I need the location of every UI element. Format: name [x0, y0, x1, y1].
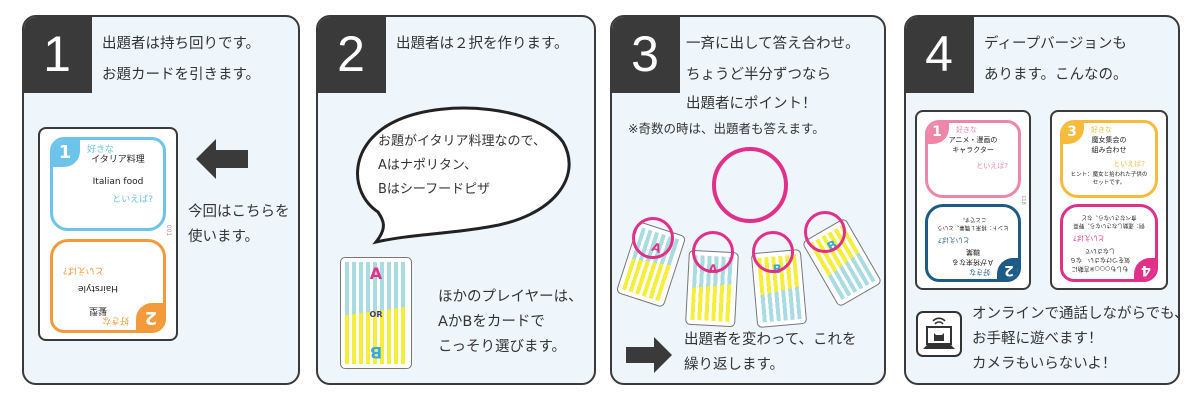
speech-bubble	[356, 106, 571, 245]
topic-card-back: 2 好きな 髪型 Hairstyle といえば?	[50, 239, 166, 333]
topic-english: Hairstyle	[77, 283, 119, 293]
step-1-panel: 1 出題者は持ち回りです。 お題カードを引きます。 1 好きな イタリア料理 I…	[22, 15, 300, 385]
step-title-line: ちょうど半分ずつなら	[686, 67, 831, 83]
deep-card: 3 好きな 魔女集会の 組み合わせ といえば? ヒント：魔女と拾われた子供の セ…	[1050, 110, 1168, 290]
topic-toieba: といえば?	[1113, 160, 1145, 168]
topic-hint: ことです。	[959, 216, 987, 222]
topic-theme: しなさいで	[1085, 247, 1115, 254]
topic-theme: Ａが将来なる	[952, 258, 994, 266]
note-line: ほかのプレイヤーは、	[438, 289, 583, 305]
bubble-line: Aはナポリタン、	[378, 158, 478, 173]
option-b-label: B	[369, 343, 383, 362]
bubble-line: お題がイタリア料理なので、	[378, 134, 546, 149]
topic-hint: 食べなさいなら、など	[1081, 214, 1137, 220]
step-number: 4	[906, 17, 974, 93]
topic-card: 1 好きな イタリア料理 Italian food といえば? 001 2 好き…	[38, 127, 178, 341]
topic-keyword: 好きな	[969, 268, 990, 276]
topic-theme: 職業	[966, 248, 980, 256]
topic-toieba: といえば?	[112, 195, 153, 205]
topic-theme: 魔女集会の	[1091, 136, 1127, 144]
topic-toieba: といえば?	[938, 236, 970, 244]
topic-number: 4	[1134, 258, 1158, 282]
step-number: 3	[612, 17, 680, 93]
topic-hint: ヒント：将来Ｌ職業、という	[937, 224, 1009, 230]
topic-theme: 組み合わせ	[1091, 146, 1127, 154]
note-line: 繰り返します。	[684, 357, 785, 373]
topic-theme: キャラクター	[952, 146, 994, 154]
topic-number: 1	[53, 140, 80, 167]
step-title-line: 出題者は持ち回りです。	[102, 36, 261, 52]
note-line: お手軽に遊べます！	[972, 331, 1103, 347]
note-line: 出題者を変わって、これを	[684, 332, 857, 348]
arrow-left-icon	[196, 139, 248, 179]
highlight-ring	[804, 211, 846, 253]
highlight-ring	[632, 217, 674, 259]
topic-theme: アニメ・漫画の	[948, 136, 998, 144]
or-label: OR	[369, 309, 383, 319]
topic-theme: もしも○○○※言動に	[1071, 265, 1129, 272]
topic-keyword: 好きな	[1091, 126, 1112, 134]
topic-hint: セットです。	[1092, 180, 1126, 186]
step-number: 1	[24, 17, 92, 93]
ab-card: A OR B	[340, 257, 412, 369]
note-line: 今回はこちらを	[188, 204, 290, 220]
step-title-line: ディープバージョンも	[984, 36, 1127, 52]
step-title-line: あります。こんなの。	[984, 67, 1128, 83]
topic-card-front: 1 好きな イタリア料理 Italian food といえば?	[50, 137, 166, 231]
topic-theme: 気をつけなさい なら	[1070, 256, 1131, 263]
step-3-panel: 3 一斉に出して答え合わせ。 ちょうど半分ずつなら 出題者にポイント！ ※奇数の…	[610, 15, 886, 385]
step-number: 2	[318, 17, 386, 93]
topic-hint: 例：運動しなさいなら、野菜	[1073, 222, 1145, 228]
topic-toieba: といえば?	[976, 162, 1008, 170]
step-title-line: 一斉に出して答え合わせ。	[686, 36, 860, 52]
topic-english: Italian food	[92, 177, 144, 187]
topic-hint: ヒント：魔女と拾われた子供の	[1070, 172, 1148, 178]
note-line: オンラインで通話しながらでも、	[972, 306, 1180, 322]
highlight-ring	[692, 231, 734, 273]
topic-number: 1	[928, 123, 949, 144]
note-line: カメラもいらないよ！	[972, 356, 1117, 372]
note-line: 使います。	[188, 229, 260, 245]
remark: ※奇数の時は、出題者も答えます。	[628, 121, 825, 136]
topic-toieba: といえば?	[63, 265, 104, 275]
highlight-ring	[752, 231, 794, 273]
card-id: 001	[164, 224, 172, 237]
arrow-right-icon	[626, 337, 672, 373]
laptop-cat-icon	[916, 311, 962, 357]
topic-keyword: 好きな	[87, 145, 115, 155]
note-line: こっそり選びます。	[438, 339, 567, 355]
topic-number: 3	[1063, 123, 1084, 144]
step-4-panel: 4 ディープバージョンも あります。こんなの。 1 好きな アニメ・漫画の キャ…	[904, 15, 1180, 385]
step-title-line: お題カードを引きます。	[102, 67, 261, 83]
option-a-label: A	[369, 264, 383, 283]
topic-toieba: といえば?	[1073, 234, 1105, 242]
topic-keyword: 好きな	[101, 315, 129, 325]
topic-keyword: 好きな	[956, 126, 977, 134]
card-id: 118	[1020, 195, 1027, 205]
note-line: AかBをカードで	[438, 314, 545, 330]
step-title-line: 出題者は２択を作ります。	[396, 36, 569, 52]
step-title-line: 出題者にポイント！	[686, 96, 817, 112]
deep-card: 1 好きな アニメ・漫画の キャラクター といえば? 118 2 好きな Ａが将…	[915, 110, 1031, 290]
topic-theme: 髪型	[89, 305, 108, 315]
center-ring	[712, 147, 788, 223]
topic-theme: イタリア料理	[91, 155, 145, 165]
step-2-panel: 2 出題者は２択を作ります。 お題がイタリア料理なので、 Aはナポリタン、 Bは…	[316, 15, 596, 385]
bubble-line: Bはシーフードピザ	[378, 182, 491, 197]
